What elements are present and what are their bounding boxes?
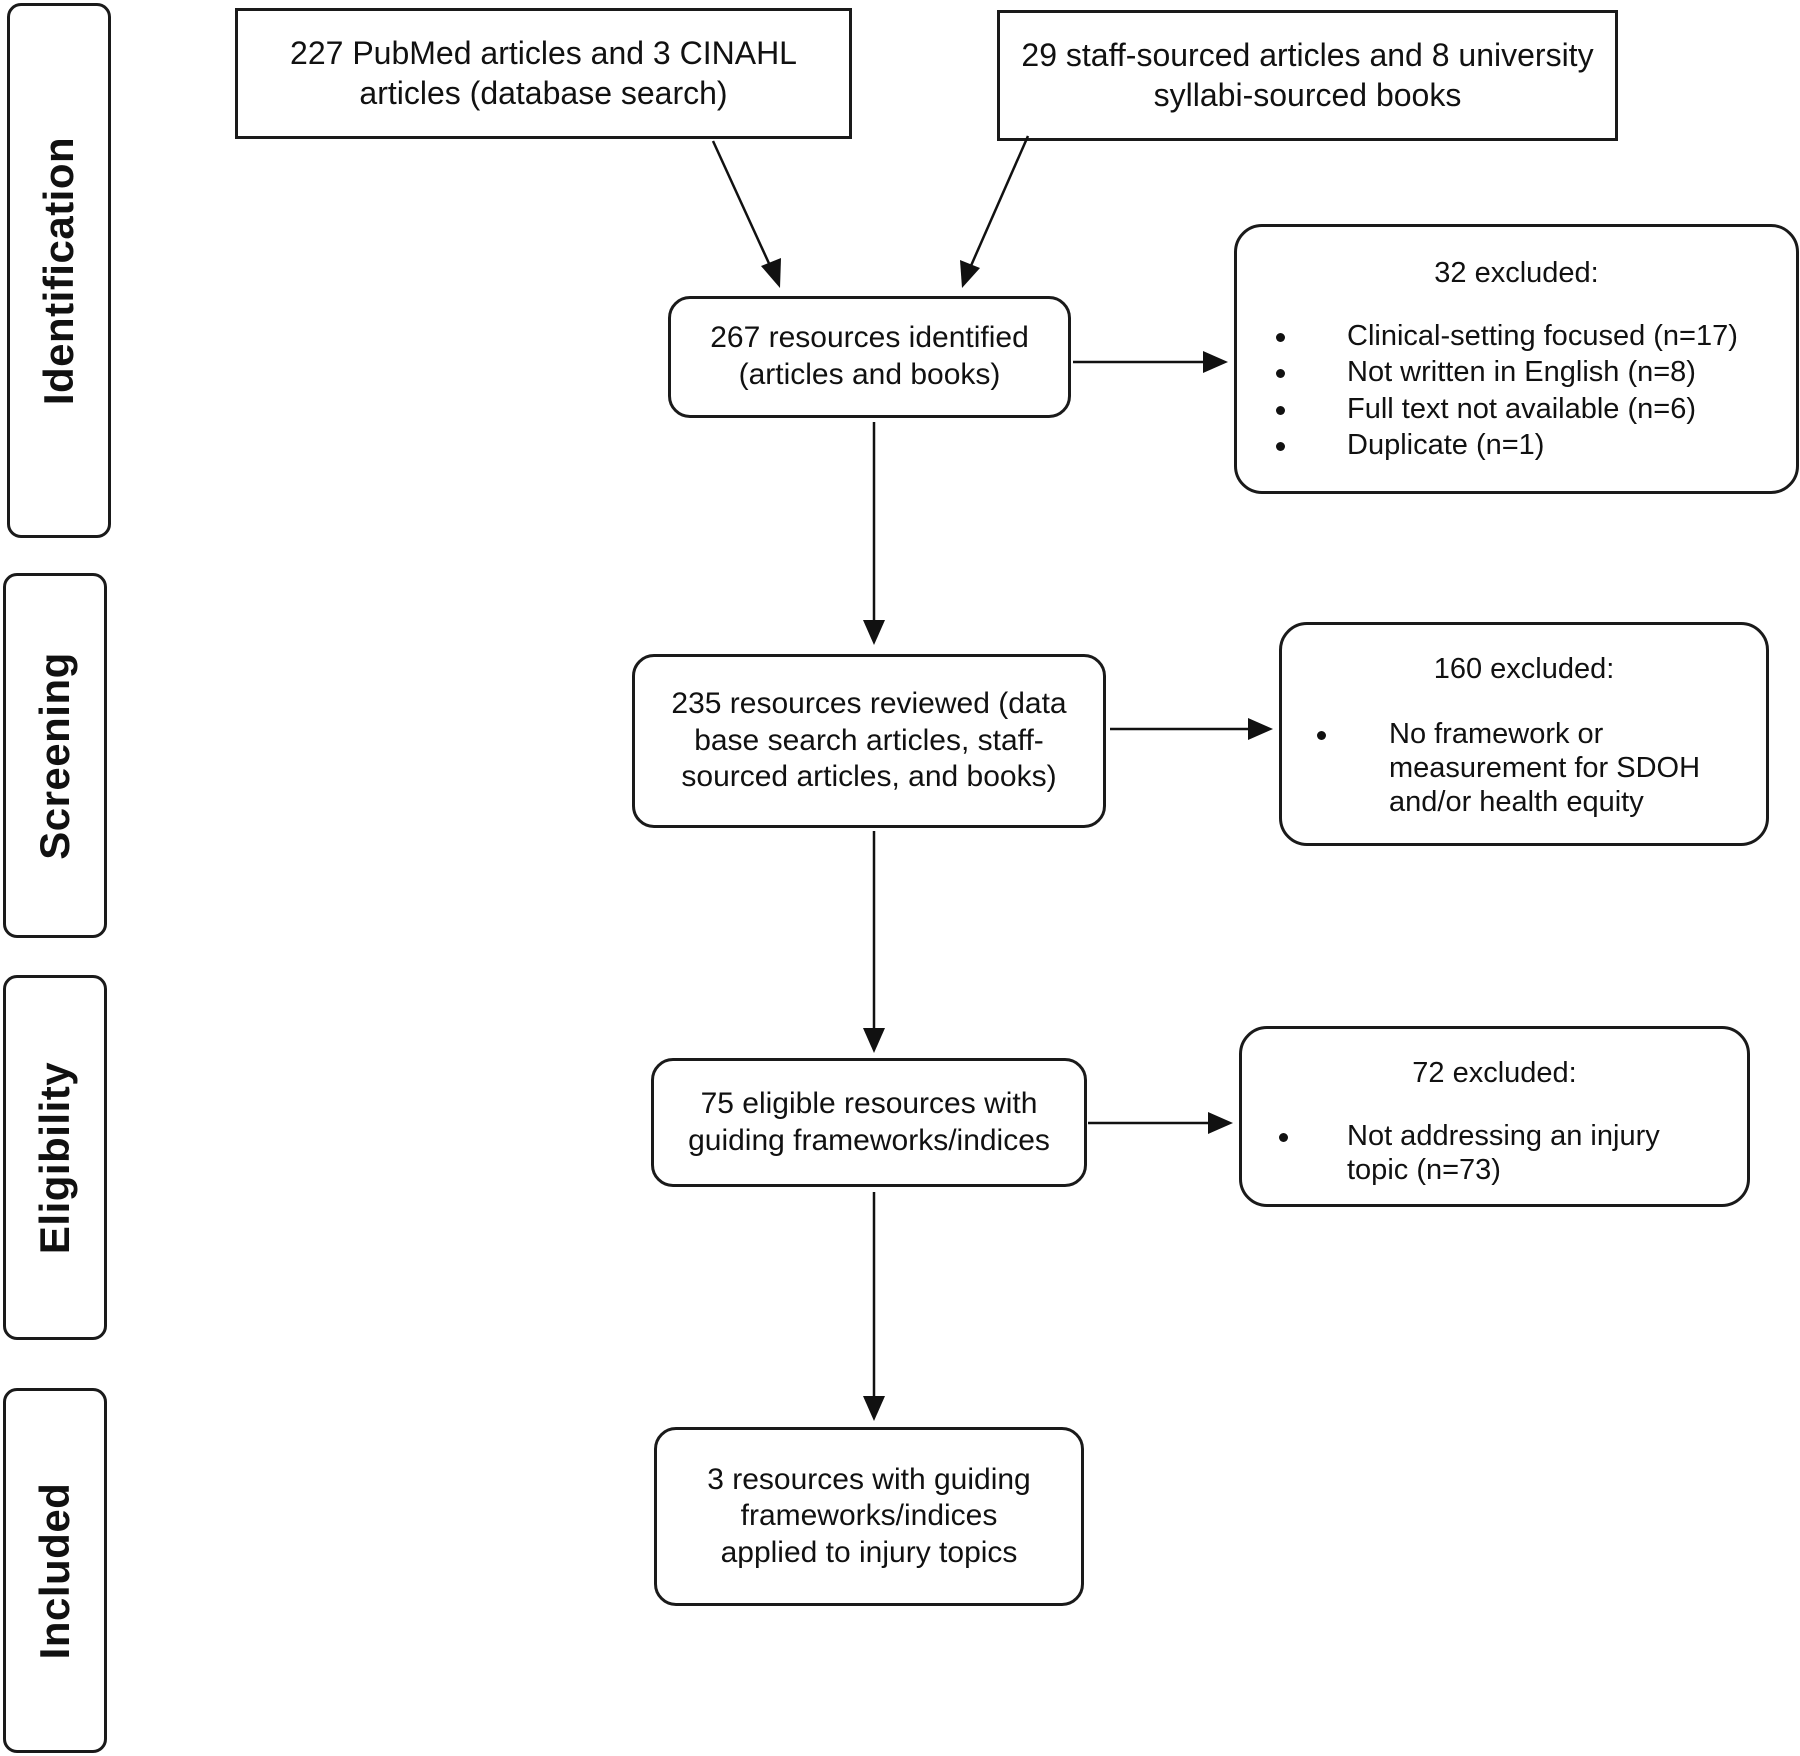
screening-exclusion-box: 160 excluded: No framework or measuremen…: [1279, 622, 1769, 846]
eligibility-exclusion-list: Not addressing an injury topic (n=73): [1279, 1120, 1687, 1188]
bullet-icon: [1279, 1133, 1288, 1142]
exclusion-item: No framework or measurement for SDOH and…: [1317, 718, 1739, 820]
arrowhead-icon: [1203, 351, 1228, 373]
reviewed-text: 235 resources reviewed (data base search…: [671, 687, 1067, 794]
phase-identification: Identification: [7, 3, 111, 538]
arrowhead-icon: [960, 260, 980, 288]
exclusion-item: Not written in English (n=8): [1276, 355, 1787, 390]
arrowhead-icon: [863, 1396, 885, 1421]
database-source-text: 227 PubMed articles and 3 CINAHL article…: [290, 35, 797, 111]
identification-exclusion-box: 32 excluded: Clinical-setting focused (n…: [1234, 224, 1799, 494]
included-text: 3 resources with guiding frameworks/indi…: [707, 1462, 1031, 1569]
arrowhead-icon: [761, 258, 781, 288]
phase-screening: Screening: [3, 573, 107, 938]
eligible-box: 75 eligible resources with guiding frame…: [651, 1058, 1087, 1187]
bullet-icon: [1276, 369, 1285, 379]
staff-source-box: 29 staff-sourced articles and 8 universi…: [997, 10, 1618, 141]
staff-source-text: 29 staff-sourced articles and 8 universi…: [1021, 37, 1594, 113]
arrow-staff-to-identified: [968, 135, 1030, 269]
included-box: 3 resources with guiding frameworks/indi…: [654, 1427, 1084, 1606]
arrowhead-icon: [863, 1028, 885, 1053]
database-source-box: 227 PubMed articles and 3 CINAHL article…: [235, 8, 852, 139]
phase-eligibility: Eligibility: [3, 975, 107, 1340]
eligible-text: 75 eligible resources with guiding frame…: [688, 1086, 1050, 1157]
bullet-icon: [1276, 405, 1285, 415]
exclusion-item: Clinical-setting focused (n=17): [1276, 319, 1787, 354]
exclusion-item: Not addressing an injury topic (n=73): [1279, 1120, 1687, 1188]
identification-exclusion-list: Clinical-setting focused (n=17) Not writ…: [1276, 319, 1787, 464]
screening-exclusion-title: 160 excluded:: [1433, 653, 1615, 685]
exclusion-item: Duplicate (n=1): [1276, 428, 1787, 463]
arrowhead-icon: [1208, 1112, 1233, 1134]
bullet-icon: [1276, 333, 1285, 342]
arrowhead-icon: [863, 620, 885, 645]
eligibility-exclusion-title: 72 excluded:: [1412, 1057, 1577, 1089]
eligibility-exclusion-box: 72 excluded: Not addressing an injury to…: [1239, 1026, 1750, 1207]
exclusion-item: Full text not available (n=6): [1276, 392, 1787, 427]
identified-text: 267 resources identified (articles and b…: [710, 321, 1029, 391]
identified-box: 267 resources identified (articles and b…: [668, 296, 1071, 418]
bullet-icon: [1317, 731, 1326, 740]
identification-exclusion-title: 32 excluded:: [1434, 257, 1599, 289]
bullet-icon: [1276, 442, 1285, 452]
phase-included: Included: [3, 1388, 107, 1753]
arrow-database-to-identified: [711, 140, 774, 271]
screening-exclusion-list: No framework or measurement for SDOH and…: [1317, 718, 1739, 820]
arrowhead-icon: [1248, 718, 1273, 740]
reviewed-box: 235 resources reviewed (data base search…: [632, 654, 1106, 828]
